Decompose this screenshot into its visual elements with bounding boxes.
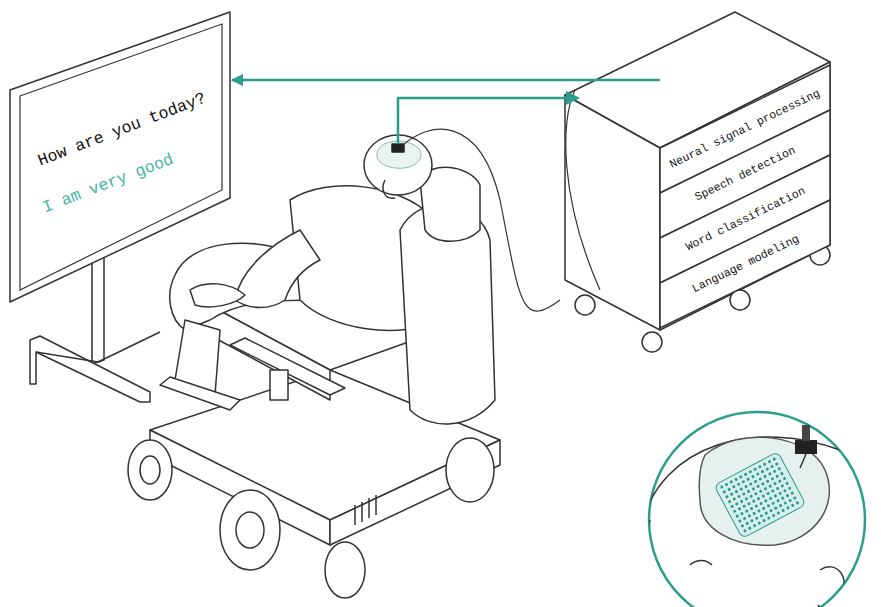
monitor-screen: How are you today?I am very good [10,12,232,302]
cart-side [565,95,660,330]
footrest [160,377,240,410]
arrow-head [566,91,580,105]
wheelchair-wheel [325,542,365,598]
monitor-foot [36,352,98,362]
cable [402,90,600,311]
armrest-support [270,370,288,400]
cart-wheel [642,332,662,352]
person-hand [190,284,245,307]
flow-arrow [232,79,660,82]
wheelchair-wheel [446,438,494,502]
wheelchair-wheel [128,440,172,500]
wheelchair-hub [236,512,264,548]
signal-arrow [398,98,570,144]
wheelchair-hub [140,456,160,484]
inset-head [640,437,881,607]
cart-front [660,62,830,330]
inset-circle [649,412,865,607]
monitor-foot [98,332,160,362]
drawer-box: Language modeling [660,200,830,328]
person-arm [235,230,320,308]
cart-wheel [575,295,595,315]
inset-connector [795,425,817,468]
electrode-grid [714,452,806,539]
monitor-stand [92,246,104,364]
wheelchair-vents [355,495,376,525]
person-ear [383,180,395,198]
brain-outline [377,141,421,168]
wheelchair-wheel [220,490,280,570]
